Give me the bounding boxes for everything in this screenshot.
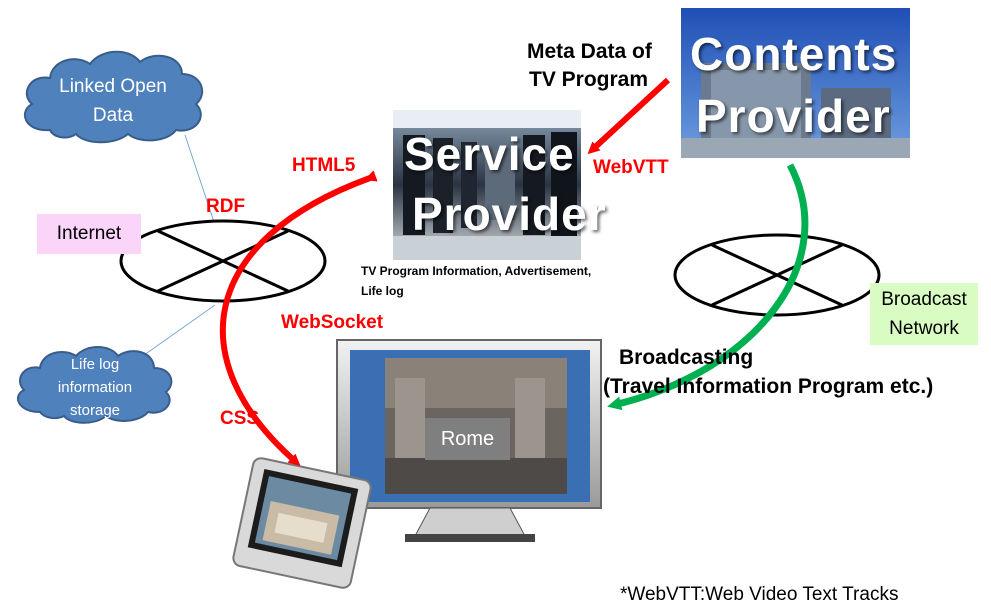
websocket-label: WebSocket bbox=[281, 312, 384, 333]
webvtt-label: WebVTT bbox=[593, 157, 669, 178]
red-arrow-service-to-tablet bbox=[219, 170, 378, 466]
service-info-line2: Life log bbox=[361, 284, 404, 298]
service-provider-title-line2: Provider bbox=[412, 188, 607, 240]
tablet-device bbox=[232, 457, 372, 589]
broadcasting-label-line2: (Travel Information Program etc.) bbox=[603, 375, 934, 398]
footnote: *WebVTT:Web Video Text Tracks bbox=[620, 584, 899, 605]
broadcasting-label-line1: Broadcasting bbox=[619, 346, 754, 369]
lod-connector-line bbox=[184, 134, 216, 226]
red-arrow-content-to-service bbox=[587, 77, 671, 155]
tv-caption-rome: Rome bbox=[425, 418, 510, 460]
internet-label: Internet bbox=[37, 214, 141, 254]
tv-base bbox=[405, 534, 535, 542]
internet-network-symbol bbox=[119, 219, 327, 303]
rdf-label: RDF bbox=[206, 196, 246, 217]
lifelog-storage-label: Life log information storage bbox=[57, 356, 133, 419]
tv-monitor bbox=[336, 339, 602, 542]
metadata-label-line2: TV Program bbox=[529, 68, 649, 91]
contents-provider-image bbox=[681, 8, 910, 158]
html5-label: HTML5 bbox=[292, 155, 356, 176]
datacenter-illustration bbox=[393, 110, 581, 260]
contents-provider-title-line1: Contents bbox=[690, 28, 898, 80]
linked-open-data-cloud bbox=[23, 50, 204, 144]
green-arrow-broadcast bbox=[607, 163, 809, 411]
broadcast-network-symbol bbox=[673, 233, 881, 317]
broadcast-network-label: Broadcast Network bbox=[870, 283, 978, 345]
linked-open-data-label: Linked Open Data bbox=[59, 76, 167, 126]
css-label: CSS bbox=[220, 408, 260, 429]
cloud-shape bbox=[16, 346, 173, 424]
cloud-shape bbox=[23, 50, 204, 144]
contents-provider-title-line2: Provider bbox=[696, 90, 891, 142]
service-info-line1: TV Program Information, Advertisement, bbox=[361, 264, 592, 278]
service-provider-image bbox=[393, 110, 581, 260]
service-provider-title-line1: Service bbox=[404, 128, 575, 180]
lifelog-storage-cloud bbox=[16, 346, 173, 424]
metadata-label-line1: Meta Data of bbox=[527, 40, 652, 63]
network-cross-line bbox=[711, 243, 843, 307]
building-illustration bbox=[681, 8, 910, 158]
